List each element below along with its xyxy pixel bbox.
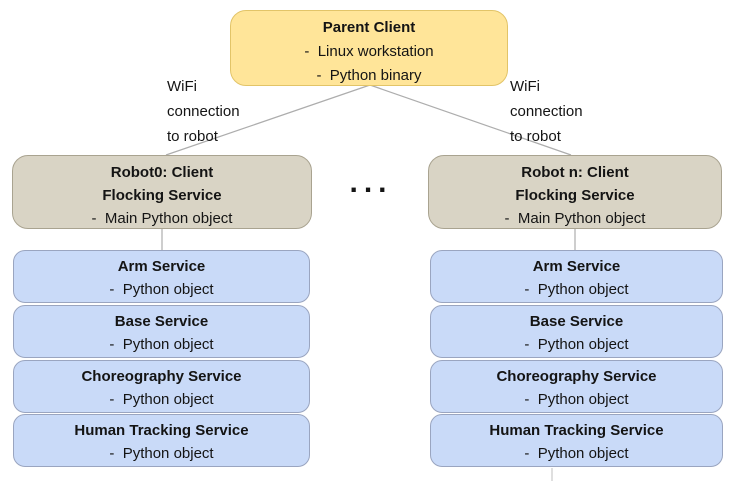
service-title: Human Tracking Service xyxy=(489,422,664,439)
robot0-human-tracking-service-node: Human Tracking Service - Python object xyxy=(13,414,310,467)
wifi-connection-label-right: WiFi connection to robot xyxy=(510,78,583,145)
service-body: - Python object xyxy=(109,336,214,353)
parent-client-title: Parent Client xyxy=(322,19,416,36)
robot0-choreography-service-node: Choreography Service - Python object xyxy=(13,360,310,413)
robot0-arm-service-node: Arm Service - Python object xyxy=(13,250,310,303)
wifi-connection-label-left: WiFi connection to robot xyxy=(167,78,240,145)
service-body: - Python object xyxy=(524,281,629,298)
robot0-title: Robot0: Client Flocking Service xyxy=(102,164,222,204)
service-title: Base Service xyxy=(529,313,624,330)
robot-n-base-service-node: Base Service - Python object xyxy=(430,305,723,358)
service-title: Choreography Service xyxy=(496,368,657,385)
service-body: - Python object xyxy=(524,391,629,408)
service-body: - Python object xyxy=(109,445,214,462)
robot-n-choreography-service-node: Choreography Service - Python object xyxy=(430,360,723,413)
service-title: Base Service xyxy=(114,313,209,330)
robot-n-arm-service-node: Arm Service - Python object xyxy=(430,250,723,303)
service-body: - Python object xyxy=(524,445,629,462)
robot0-body: - Main Python object xyxy=(91,210,233,227)
service-title: Arm Service xyxy=(532,258,621,275)
more-robots-ellipsis: ... xyxy=(349,166,393,199)
parent-client-node: Parent Client - Linux workstation - Pyth… xyxy=(230,10,508,86)
robot0-base-service-node: Base Service - Python object xyxy=(13,305,310,358)
service-body: - Python object xyxy=(109,281,214,298)
service-body: - Python object xyxy=(524,336,629,353)
service-title: Human Tracking Service xyxy=(74,422,249,439)
service-title: Choreography Service xyxy=(81,368,242,385)
robot-n-body: - Main Python object xyxy=(504,210,646,227)
service-title: Arm Service xyxy=(117,258,206,275)
robot-n-human-tracking-service-node: Human Tracking Service - Python object xyxy=(430,414,723,467)
robot-n-title: Robot n: Client Flocking Service xyxy=(515,164,635,204)
robot0-client-node: Robot0: Client Flocking Service - Main P… xyxy=(12,155,312,229)
service-body: - Python object xyxy=(109,391,214,408)
robot-n-client-node: Robot n: Client Flocking Service - Main … xyxy=(428,155,722,229)
parent-client-body: - Linux workstation - Python binary xyxy=(304,43,434,84)
